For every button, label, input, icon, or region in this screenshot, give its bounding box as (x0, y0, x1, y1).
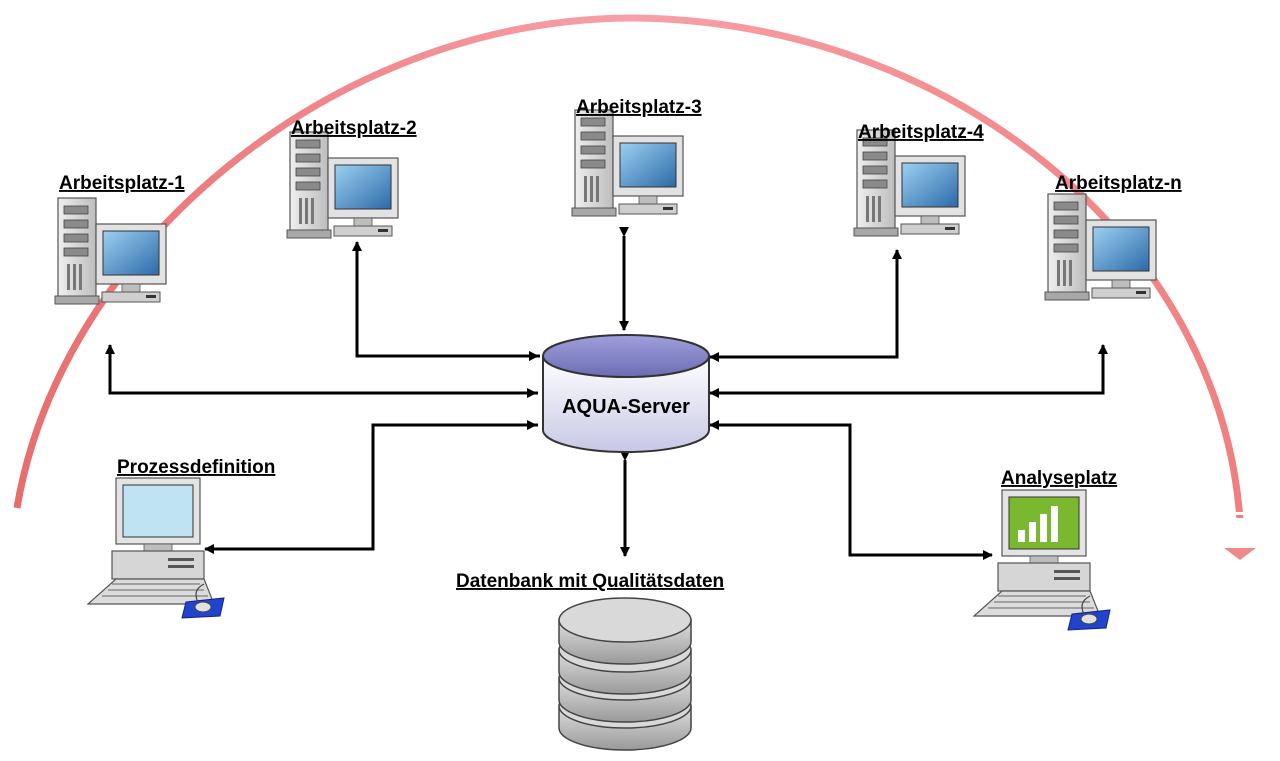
workstation-label: Arbeitsplatz-1 (59, 173, 185, 194)
process-definition-station: Prozessdefinition (87, 457, 275, 619)
workstation-3: Arbeitsplatz-3 (571, 97, 702, 217)
workstation-icon (286, 131, 399, 239)
workstation-4: Arbeitsplatz-4 (853, 122, 984, 237)
workstation-label: Arbeitsplatz-4 (858, 122, 984, 143)
workstation-label: Arbeitsplatz-3 (576, 97, 702, 118)
bar-chart-icon (1018, 506, 1058, 542)
workstation-n: Arbeitsplatz-n (1044, 173, 1182, 301)
workstation-1: Arbeitsplatz-1 (54, 173, 185, 305)
process-definition-label: Prozessdefinition (117, 457, 275, 478)
workstation-icon (853, 129, 966, 237)
desktop-computer-icon (87, 477, 225, 619)
workstation-label: Arbeitsplatz-n (1055, 173, 1182, 194)
database-label: Datenbank mit Qualitätsdaten (456, 571, 724, 592)
analysis-label: Analyseplatz (1001, 468, 1117, 489)
workstation-label: Arbeitsplatz-2 (291, 118, 417, 139)
workstation-2: Arbeitsplatz-2 (286, 118, 417, 239)
workstation-icon (571, 109, 684, 217)
feedback-arc-arrowhead (1224, 548, 1256, 560)
quality-database: Datenbank mit Qualitätsdaten (456, 571, 724, 751)
aqua-server: AQUA-Server (542, 334, 710, 453)
database-disk (558, 597, 692, 665)
server-label: AQUA-Server (562, 396, 690, 418)
analysis-station: Analyseplatz (973, 468, 1117, 631)
connections (105, 227, 1108, 560)
